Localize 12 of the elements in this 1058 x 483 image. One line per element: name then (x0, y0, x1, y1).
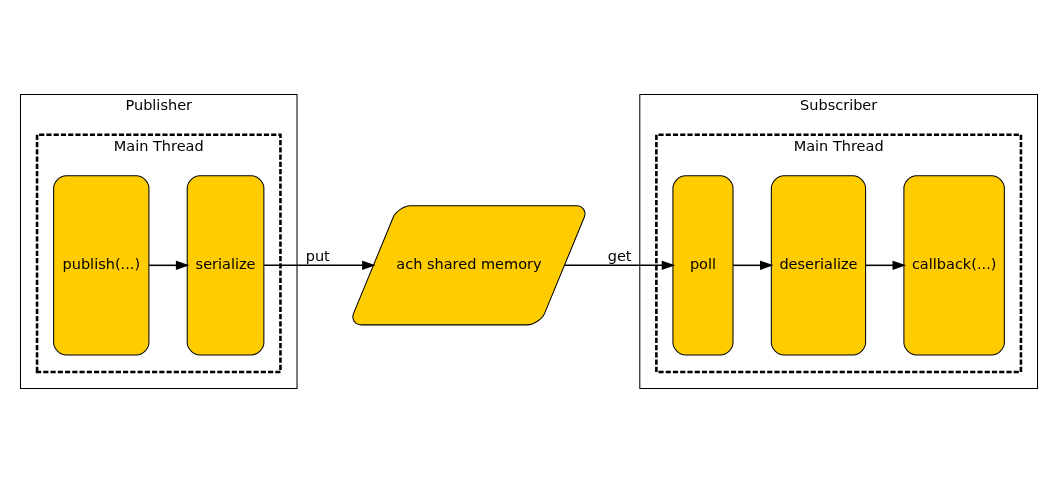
arrow (865, 260, 906, 271)
node-box: deserialize (770, 175, 867, 356)
node-box: callback(...) (903, 175, 1005, 356)
arrow (732, 260, 774, 271)
arrow (148, 260, 190, 271)
node-box: serialize (186, 175, 265, 356)
edge-label: put (305, 248, 330, 265)
node-box: publish(...) (53, 175, 150, 356)
edge-label: get (607, 248, 632, 265)
arrow (263, 260, 376, 271)
node-box: poll (672, 175, 734, 356)
arrow (563, 260, 676, 271)
